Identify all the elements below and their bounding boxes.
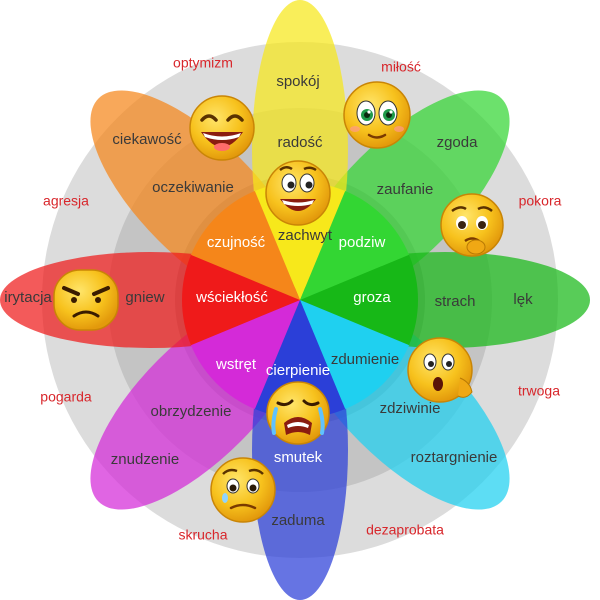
label-smutek: smutek — [274, 449, 323, 466]
label-czujnosc: czujność — [207, 234, 266, 251]
dyad-skrucha: skrucha — [178, 527, 227, 543]
dyad-optymizm: optymizm — [173, 55, 233, 71]
center-sector-trust — [300, 190, 410, 300]
center-sector-anticipation — [190, 190, 300, 300]
label-zachwyt: zachwyt — [278, 227, 333, 244]
angry-face-icon — [53, 269, 119, 331]
label-ciekawosc: ciekawość — [112, 131, 182, 148]
crying-face-icon — [266, 381, 330, 445]
label-roztargnienie: roztargnienie — [411, 449, 498, 466]
dyad-trwoga: trwoga — [518, 383, 560, 399]
label-zdziwinie: zdziwinie — [380, 400, 441, 417]
center-sector-anger — [181, 254, 300, 346]
surprised-face-icon — [407, 337, 473, 403]
label-radosc: radość — [277, 134, 323, 151]
laughing-face-icon — [189, 95, 255, 161]
label-lek: lęk — [513, 291, 533, 308]
label-gniew: gniew — [125, 289, 164, 306]
pleading-face-icon — [440, 193, 504, 257]
label-podziw: podziw — [339, 234, 386, 251]
grinning-face-icon — [265, 160, 331, 226]
label-strach: strach — [435, 293, 476, 310]
label-zgoda: zgoda — [437, 134, 479, 151]
label-oczekiwanie: oczekiwanie — [152, 179, 234, 196]
label-irytacja: irytacja — [4, 289, 52, 306]
label-zaduma: zaduma — [271, 512, 325, 529]
dyad-pogarda: pogarda — [40, 389, 92, 405]
center-sector-disgust — [190, 300, 300, 410]
label-groza: groza — [353, 289, 391, 306]
label-znudzenie: znudzenie — [111, 451, 179, 468]
dyad-milosc: miłość — [381, 59, 421, 75]
dyad-agresja: agresja — [43, 193, 89, 209]
label-wsciekosc: wściekłość — [195, 289, 268, 306]
center-sector-surprise — [300, 300, 410, 410]
label-spokoj: spokój — [276, 73, 319, 90]
label-obrzydzenie: obrzydzenie — [151, 403, 232, 420]
dyad-dezaprobata: dezaprobata — [366, 522, 444, 538]
label-zdumienie: zdumienie — [331, 351, 399, 368]
dyad-pokora: pokora — [519, 193, 562, 209]
center-sector-sadness — [254, 300, 346, 419]
center-sector-fear — [300, 254, 419, 346]
label-wstret: wstręt — [215, 356, 257, 373]
worried-face-icon — [210, 457, 276, 523]
label-zaufanie: zaufanie — [377, 181, 434, 198]
label-cierpienie: cierpienie — [266, 362, 330, 379]
heart-eyes-face-icon — [343, 81, 411, 149]
